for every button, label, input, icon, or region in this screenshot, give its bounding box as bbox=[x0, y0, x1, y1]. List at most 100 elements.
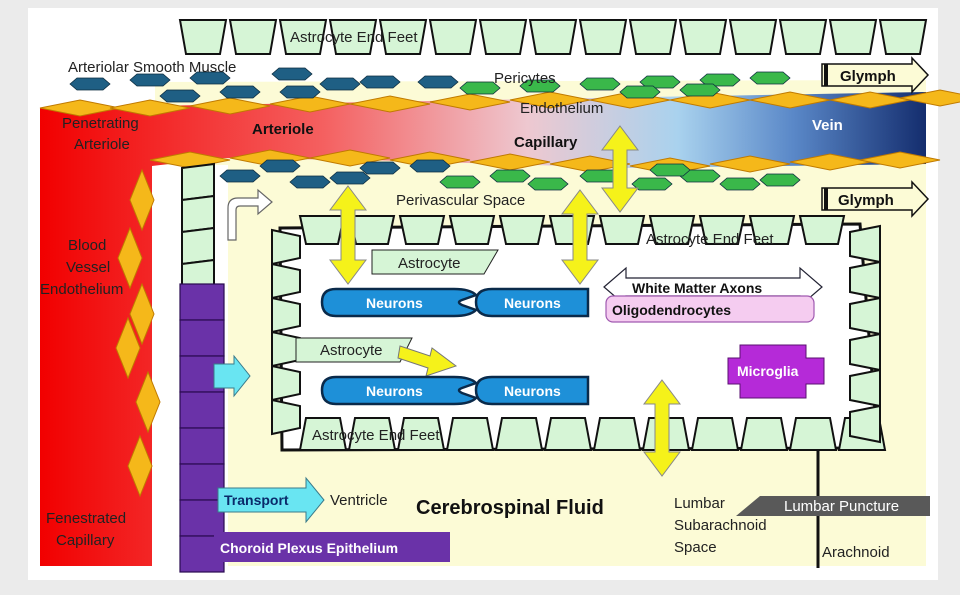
astrocyte-1-label: Astrocyte bbox=[398, 255, 461, 272]
neuron-body bbox=[474, 375, 590, 406]
end-foot bbox=[298, 417, 348, 451]
endothelial-cell bbox=[117, 226, 143, 290]
lumbar-puncture-needle bbox=[736, 496, 930, 516]
pericyte bbox=[749, 71, 791, 85]
smooth-muscle-cell bbox=[409, 159, 451, 173]
end-foot bbox=[828, 19, 878, 55]
double-arrow bbox=[329, 185, 367, 285]
endothelial-cell bbox=[135, 370, 161, 434]
arachnoid-label: Arachnoid bbox=[822, 544, 890, 561]
pericyte bbox=[631, 177, 673, 191]
end-foot bbox=[278, 19, 328, 55]
smooth-muscle-cell bbox=[159, 89, 201, 103]
end-foot bbox=[592, 417, 642, 451]
endothelial-cell bbox=[127, 434, 153, 498]
smooth-muscle-cell bbox=[219, 169, 261, 183]
oligo-label: Oligodendrocytes bbox=[612, 302, 731, 318]
double-arrow bbox=[561, 189, 599, 285]
astrocyte-2-label: Astrocyte bbox=[320, 342, 383, 359]
pericyte bbox=[439, 175, 481, 189]
glymph-arrow-top: Glymph bbox=[821, 56, 930, 94]
endothelium-label: Endothelium bbox=[520, 100, 603, 117]
microglia-label: Microglia bbox=[737, 363, 799, 379]
endothelial-cell bbox=[469, 153, 551, 171]
choroid-cell bbox=[179, 283, 225, 321]
smooth-muscle-and-pericytes bbox=[69, 67, 801, 191]
double-arrow bbox=[601, 125, 639, 213]
end-foot bbox=[428, 19, 478, 55]
endothelial-cell bbox=[429, 93, 511, 111]
penetrating-label-1: Penetrating bbox=[62, 115, 139, 132]
end-foot bbox=[788, 417, 838, 451]
transport-arrow bbox=[217, 476, 325, 524]
end-foot bbox=[271, 296, 301, 334]
smooth-muscle-cell bbox=[329, 171, 371, 185]
pericytes-label: Pericytes bbox=[494, 70, 556, 87]
choroid-label: Choroid Plexus Epithelium bbox=[220, 540, 398, 556]
inner-end-feet bbox=[271, 215, 887, 451]
endothelial-cell bbox=[189, 97, 271, 115]
top-end-feet-row bbox=[178, 19, 928, 55]
end-foot bbox=[849, 224, 881, 264]
choroid-cell bbox=[179, 463, 225, 501]
end-foot bbox=[228, 19, 278, 55]
lumbar-label-1: Lumbar bbox=[674, 495, 725, 512]
smooth-muscle-cell bbox=[359, 75, 401, 89]
endothelial-cell bbox=[115, 316, 141, 380]
end-foot bbox=[878, 19, 928, 55]
smooth-muscle-cell bbox=[189, 71, 231, 85]
end-foot bbox=[849, 404, 881, 444]
endothelial-cell bbox=[109, 99, 191, 117]
astrocyte-to-neuron-arrow bbox=[397, 345, 458, 377]
end-foot bbox=[728, 19, 778, 55]
end-foot bbox=[271, 228, 301, 266]
ventricle-label: Ventricle bbox=[330, 492, 388, 509]
perivascular-label: Perivascular Space bbox=[396, 192, 525, 209]
lumbar-puncture-label: Lumbar Puncture bbox=[784, 498, 899, 515]
vein-label: Vein bbox=[812, 117, 843, 134]
pericyte bbox=[489, 169, 531, 183]
end-foot bbox=[271, 262, 301, 300]
astro-top-label: Astrocyte End Feet bbox=[290, 29, 418, 46]
end-foot bbox=[398, 215, 446, 245]
transport-label: Transport bbox=[224, 492, 289, 508]
glymph-mid-label: Glymph bbox=[838, 192, 894, 209]
pericyte bbox=[679, 83, 721, 97]
end-foot bbox=[494, 417, 544, 451]
end-foot bbox=[181, 162, 215, 202]
end-foot bbox=[628, 19, 678, 55]
csf-label: Cerebrospinal Fluid bbox=[416, 497, 604, 519]
smooth-muscle-cell bbox=[129, 73, 171, 87]
astro-bottom-label: Astrocyte End Feet bbox=[312, 427, 440, 444]
end-foot bbox=[347, 417, 397, 451]
oligodendrocytes-box bbox=[605, 295, 815, 323]
end-foot bbox=[528, 19, 578, 55]
choroid-cell bbox=[179, 427, 225, 465]
end-foot bbox=[698, 215, 746, 245]
pericyte bbox=[459, 81, 501, 95]
end-foot bbox=[748, 215, 796, 245]
endothelial-cell bbox=[129, 282, 155, 346]
blood-label-3: Endothelium bbox=[40, 281, 123, 298]
choroid-cell bbox=[179, 319, 225, 357]
pericyte bbox=[619, 85, 661, 99]
endothelial-cell bbox=[899, 89, 960, 107]
capillary-label: Capillary bbox=[514, 134, 578, 151]
lumbar-label-2: Subarachnoid bbox=[674, 517, 767, 534]
pericyte bbox=[527, 177, 569, 191]
end-foot bbox=[798, 215, 846, 245]
end-foot bbox=[778, 19, 828, 55]
neuron-body bbox=[320, 287, 479, 318]
wm-axons-label: White Matter Axons bbox=[632, 280, 762, 296]
astro-inner-label: Astrocyte End Feet bbox=[646, 231, 774, 248]
fenestrated-label-2: Capillary bbox=[56, 532, 115, 549]
choroid-outflow-arrow bbox=[213, 354, 251, 398]
smooth-muscle-cell bbox=[69, 77, 111, 91]
neuron-label: Neurons bbox=[504, 295, 561, 311]
end-foot bbox=[348, 215, 396, 245]
endothelial-cell bbox=[549, 155, 631, 173]
bent-flow-arrow bbox=[227, 188, 273, 241]
